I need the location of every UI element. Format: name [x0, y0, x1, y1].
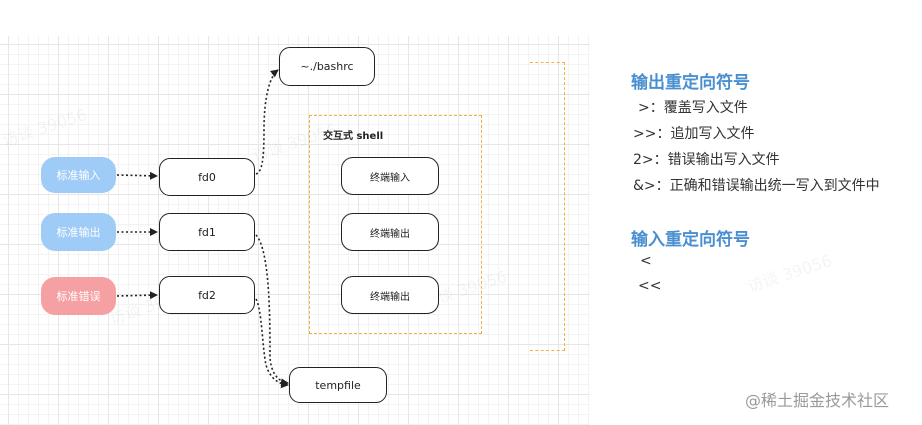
arrow-stdin-fd0: [116, 171, 158, 180]
legend-item: &>：正确和错误输出统一写入到文件中: [633, 178, 880, 194]
terminal-input-node: 终端输入: [341, 157, 439, 195]
input-redirect-heading: 输入重定向符号: [631, 230, 750, 250]
source-credit: @稀土掘金技术社区: [745, 391, 890, 410]
terminal-output-node: 终端输出: [341, 276, 439, 314]
interactive-shell-box: [309, 115, 482, 334]
legend-item: <: [640, 253, 652, 269]
arrow-fd1-tempfile: [255, 234, 289, 387]
diagram-canvas: 访谈 39056 访谈 39056 访谈 39056 访谈 39056: [0, 36, 590, 425]
fd2-node: fd2: [159, 276, 255, 314]
legend-item: <<: [638, 278, 662, 294]
arrow-stderr-fd2: [116, 291, 158, 300]
legend-item: >：覆盖写入文件: [638, 100, 748, 116]
stdout-node: 标准输出: [41, 213, 116, 251]
arrow-fd2-tempfile: [255, 298, 289, 389]
output-redirect-heading: 输出重定向符号: [631, 73, 750, 93]
legend-item: 2>：错误输出写入文件: [633, 152, 780, 168]
stdin-node: 标准输入: [41, 157, 116, 193]
terminal-output-node: 终端输出: [341, 213, 439, 251]
tempfile-node: tempfile: [289, 367, 387, 403]
bashrc-node: ~./bashrc: [279, 47, 375, 86]
arrow-fd0-bashrc: [255, 69, 279, 175]
stderr-node: 标准错误: [41, 277, 116, 315]
fd0-node: fd0: [159, 158, 255, 196]
dashed-bracket: [530, 62, 565, 351]
legend-item: >>：追加写入文件: [633, 126, 755, 142]
fd1-node: fd1: [159, 213, 255, 251]
shell-title: 交互式 shell: [323, 131, 384, 142]
